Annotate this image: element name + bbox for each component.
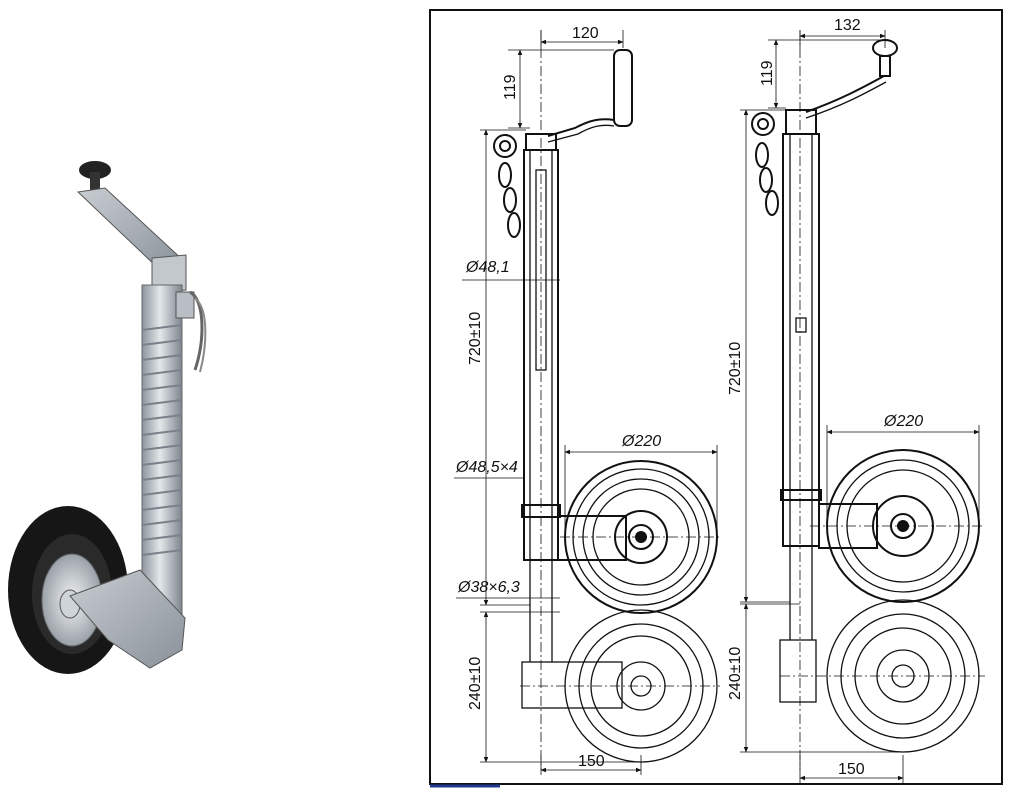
dim-left-wheel: Ø220: [621, 433, 661, 450]
dim-right-length: 720±10: [727, 342, 744, 395]
drawing-frame: [429, 9, 1003, 785]
left-view: 120 119 Ø48,1 720±10 Ø48,5×4 Ø220 Ø38×6,…: [454, 25, 720, 775]
dim-right-132: 132: [834, 17, 861, 34]
dim-left-tube: Ø48,1: [465, 259, 510, 276]
dim-right-150: 150: [838, 761, 865, 778]
dim-left-119: 119: [502, 74, 519, 100]
dim-left-lower-tube: Ø48,5×4: [455, 459, 518, 476]
jockey-wheel-render: [8, 161, 207, 674]
dim-right-wheel: Ø220: [883, 413, 923, 430]
dim-right-retract: 240±10: [727, 647, 744, 700]
dim-left-150: 150: [578, 753, 605, 770]
dim-left-120: 120: [572, 25, 599, 42]
dim-right-119: 119: [759, 60, 776, 86]
dim-left-length: 720±10: [467, 312, 484, 365]
dim-left-shaft: Ø38×6,3: [457, 579, 520, 596]
dim-left-retract: 240±10: [467, 657, 484, 710]
right-view: 132 119 720±10 Ø220 240±10 150: [727, 17, 985, 784]
